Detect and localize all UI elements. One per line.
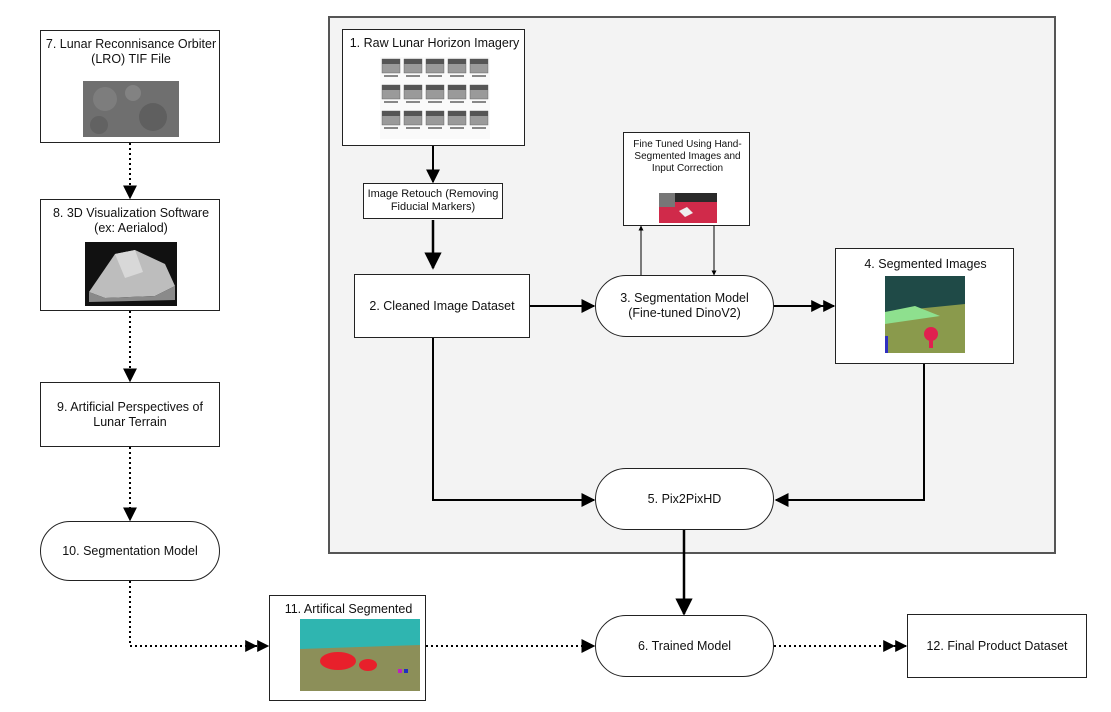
node-cleaned-dataset-label: 2. Cleaned Image Dataset [369, 298, 515, 313]
node-segmentation-model-2-label: 10. Segmentation Model [62, 543, 198, 558]
node-image-retouch-label: Image Retouch (Removing Fiducial Markers… [367, 188, 499, 213]
arrow-10-to-11 [129, 581, 270, 652]
node-segmentation-model-2: 10. Segmentation Model [40, 521, 220, 581]
lro-tif-example-image [83, 81, 179, 137]
node-artificial-segmented: 11. Artifical Segmented Images [269, 595, 426, 701]
node-segmentation-model: 3. Segmentation Model (Fine-tuned DinoV2… [595, 275, 774, 337]
node-image-retouch: Image Retouch (Removing Fiducial Markers… [363, 183, 503, 219]
node-raw-imagery-label: 1. Raw Lunar Horizon Imagery [349, 36, 520, 50]
node-final-dataset-label: 12. Final Product Dataset [926, 638, 1068, 653]
node-trained-model: 6. Trained Model [595, 615, 774, 677]
terrain-render-image [85, 242, 177, 306]
node-lro-tif-label: 7. Lunar Reconnisance Orbiter (LRO) TIF … [45, 37, 217, 66]
node-segmentation-model-label: 3. Segmentation Model (Fine-tuned DinoV2… [620, 291, 749, 320]
arrow-2-to-5 [432, 338, 596, 507]
node-raw-imagery: 1. Raw Lunar Horizon Imagery [342, 29, 525, 146]
node-fine-tuning: Fine Tuned Using Hand-Segmented Images a… [623, 132, 750, 226]
node-pix2pixhd-label: 5. Pix2PixHD [647, 491, 722, 506]
fine-tuning-example-image [659, 193, 717, 223]
node-artificial-perspectives-label: 9. Artificial Perspectives of Lunar Terr… [57, 399, 203, 429]
node-segmented-images-label: 4. Segmented Images [864, 257, 987, 271]
node-3d-visualization: 8. 3D Visualization Software (ex: Aerial… [40, 199, 220, 311]
node-trained-model-label: 6. Trained Model [637, 638, 732, 653]
node-final-dataset: 12. Final Product Dataset [907, 614, 1087, 678]
node-segmented-images: 4. Segmented Images [835, 248, 1014, 364]
node-pix2pixhd: 5. Pix2PixHD [595, 468, 774, 530]
segmented-image-example [885, 276, 965, 353]
node-fine-tuning-label: Fine Tuned Using Hand-Segmented Images a… [633, 139, 742, 174]
raw-imagery-thumbnail-grid [380, 57, 490, 139]
arrow-4-to-5 [774, 364, 925, 507]
artificial-segmented-example [300, 619, 420, 691]
node-artificial-perspectives: 9. Artificial Perspectives of Lunar Terr… [40, 382, 220, 447]
node-lro-tif: 7. Lunar Reconnisance Orbiter (LRO) TIF … [40, 30, 220, 143]
node-3d-visualization-label: 8. 3D Visualization Software (ex: Aerial… [52, 206, 210, 235]
node-cleaned-dataset: 2. Cleaned Image Dataset [354, 274, 530, 338]
